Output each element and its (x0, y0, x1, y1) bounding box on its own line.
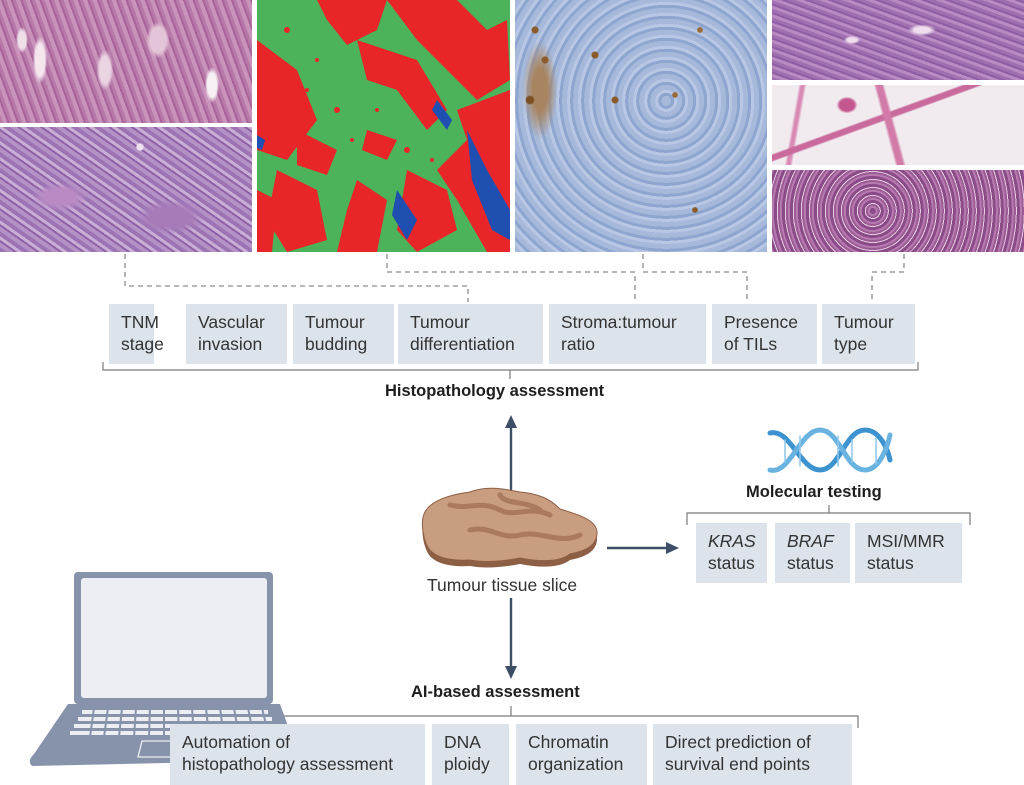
connector-right-to-type (871, 254, 905, 302)
he-stained-tissue-top-left (0, 0, 252, 123)
histopathology-item-presence-of-tils: Presence of TILs (712, 304, 817, 364)
ai-item-automation-histopathology: Automation of histopathology assessment (170, 724, 425, 785)
item-line2: ploidy (444, 754, 490, 774)
item-line2: budding (305, 334, 368, 354)
histopathology-heading: Histopathology assessment (385, 382, 605, 400)
item-line2: status (787, 553, 834, 573)
segmentation-speckles (284, 27, 459, 162)
ai-item-dna-ploidy: DNA ploidy (432, 724, 509, 785)
item-line1: Tumour (834, 312, 894, 332)
ai-item-chromatin-organization: Chromatin organization (516, 724, 647, 785)
he-stained-tissue-right-bottom (772, 170, 1024, 252)
item-line1: BRAF (787, 531, 834, 551)
item-line2: invasion (198, 334, 263, 354)
item-line1: Automation of (182, 732, 290, 752)
histopathology-item-tnm-stage: TNM stage (109, 304, 164, 364)
molecular-heading: Molecular testing (746, 483, 882, 501)
item-line1: Presence (724, 312, 798, 332)
he-stained-tissue-right-top (772, 0, 1024, 80)
item-line1: MSI/MMR (867, 531, 945, 551)
item-line1: Vascular (198, 312, 265, 332)
segmentation-map-shapes (257, 0, 510, 252)
item-line1: KRAS (708, 531, 756, 551)
item-line2: type (834, 334, 868, 354)
item-line2: ratio (561, 334, 596, 354)
histopathology-item-tumour-budding: Tumour budding (293, 304, 394, 364)
segmentation-map (257, 0, 510, 252)
ai-heading: AI-based assessment (411, 683, 580, 701)
he-stained-tissue-right-middle (772, 85, 1024, 165)
item-line2: organization (528, 754, 624, 774)
molecular-item-braf: BRAF status (775, 523, 850, 583)
item-line2: of TILs (724, 334, 778, 354)
item-line1: TNM (121, 312, 159, 332)
he-stained-tissue-bottom-left (0, 127, 252, 252)
item-line1: Stroma:tumour (561, 312, 677, 332)
connector-seg-to-stroma (386, 254, 636, 302)
item-line2: status (867, 553, 914, 573)
item-line1: Chromatin (528, 732, 609, 752)
ai-item-survival-prediction: Direct prediction of survival end points (653, 724, 852, 785)
molecular-item-kras: KRAS status (696, 523, 767, 583)
histopathology-item-tumour-type: Tumour type (822, 304, 915, 364)
connector-ihc-to-tils (642, 254, 748, 302)
item-line1: Tumour (305, 312, 365, 332)
tissue-slice-caption: Tumour tissue slice (427, 575, 578, 595)
item-line1: DNA (444, 732, 481, 752)
item-line2: histopathology assessment (182, 754, 394, 774)
histopathology-item-stroma-tumour-ratio: Stroma:tumour ratio (549, 304, 706, 364)
molecular-item-msi-mmr: MSI/MMR status (855, 523, 962, 583)
histopathology-item-vascular-invasion: Vascular invasion (186, 304, 287, 364)
histopathology-item-tumour-differentiation: Tumour differentiation (398, 304, 543, 364)
item-line2: stage (121, 334, 164, 354)
item-line1: Tumour (410, 312, 470, 332)
item-line1: Direct prediction of (665, 732, 811, 752)
connector-he-to-differentiation (124, 254, 469, 302)
ihc-stained-tissue (515, 0, 767, 252)
item-line2: survival end points (665, 754, 810, 774)
item-line2: differentiation (410, 334, 515, 354)
item-line2: status (708, 553, 755, 573)
